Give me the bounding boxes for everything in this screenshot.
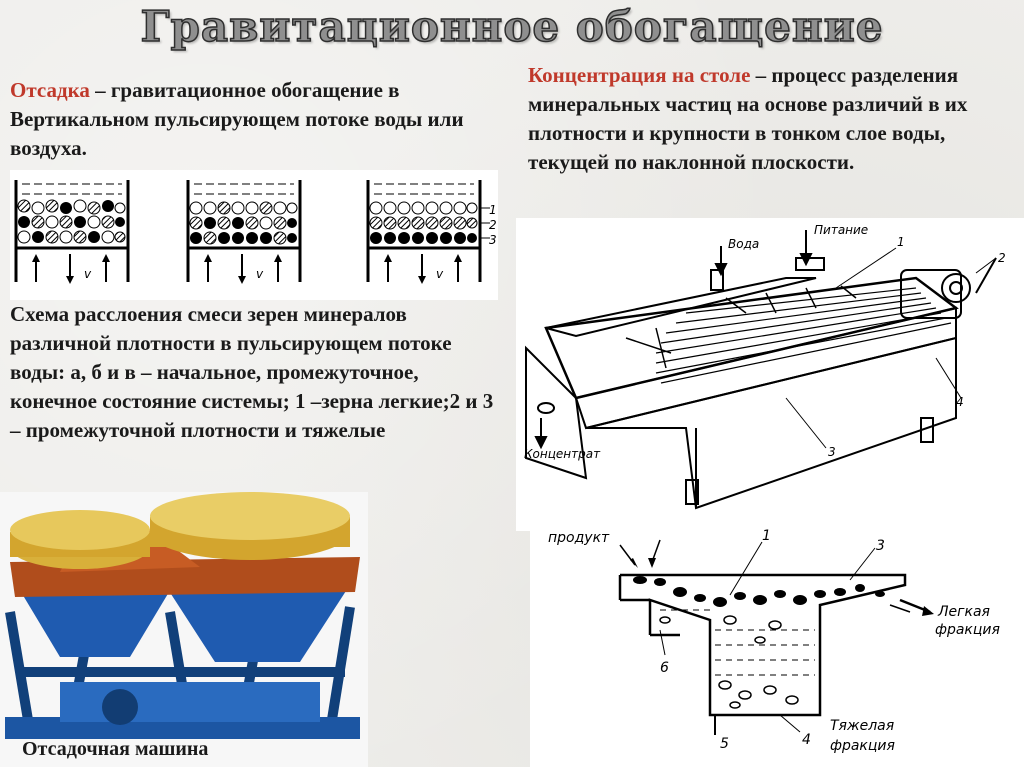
stratification-state-c: v 1 2 3 (366, 180, 497, 284)
label-sep-6: 6 (660, 660, 669, 676)
stratification-state-b: v (186, 180, 302, 284)
layer-label-2: 2 (489, 218, 497, 232)
separator-diagram: продукт 1 3 Легкая фракция 6 5 4 Тяжелая… (530, 520, 1024, 767)
label-product: продукт (548, 530, 610, 546)
stratification-caption: Схема расслоения смеси зерен минералов р… (10, 302, 494, 442)
slide-title: Гравитационное обогащение (140, 1, 884, 52)
table-text: – процесс разделения минеральных частиц … (528, 63, 968, 174)
flow-label-a: v (84, 267, 92, 281)
label-concentrate: Концентрат (524, 447, 601, 461)
label-water: Вода (728, 237, 759, 251)
label-table-4: 4 (956, 395, 964, 409)
jigging-term: Отсадка (10, 78, 90, 102)
label-sep-3: 3 (876, 538, 885, 554)
label-heavy-2: фракция (830, 738, 895, 754)
label-sep-1: 1 (762, 528, 771, 544)
jig-stratification-diagram: v v (10, 170, 498, 300)
label-table-1: 1 (897, 235, 905, 249)
label-sep-4: 4 (802, 732, 811, 748)
layer-label-3: 3 (489, 233, 497, 247)
table-definition: Концентрация на столе – процесс разделен… (528, 61, 1024, 177)
concentration-table-diagram: Вода Питание 1 2 4 3 Концентрат (516, 218, 1024, 531)
label-table-3: 3 (828, 445, 836, 459)
flow-label-c: v (436, 267, 444, 281)
label-sep-5: 5 (720, 736, 729, 752)
label-light: Легкая (937, 604, 990, 620)
jig-machine-photo: Отсадочная машина (0, 492, 368, 767)
table-term: Концентрация на столе (528, 63, 751, 87)
flow-label-b: v (256, 267, 264, 281)
jigging-definition: Отсадка – гравитационное обогащение в Ве… (10, 76, 510, 163)
stratification-state-a: v (14, 180, 130, 284)
jigging-text: – гравитационное обогащение в Вертикальн… (10, 78, 464, 160)
label-table-2: 2 (998, 251, 1006, 265)
jig-machine-caption: Отсадочная машина (22, 738, 209, 760)
label-light-2: фракция (935, 622, 1000, 638)
layer-label-1: 1 (489, 203, 497, 217)
label-heavy: Тяжелая (830, 718, 894, 734)
label-feed: Питание (814, 223, 868, 237)
